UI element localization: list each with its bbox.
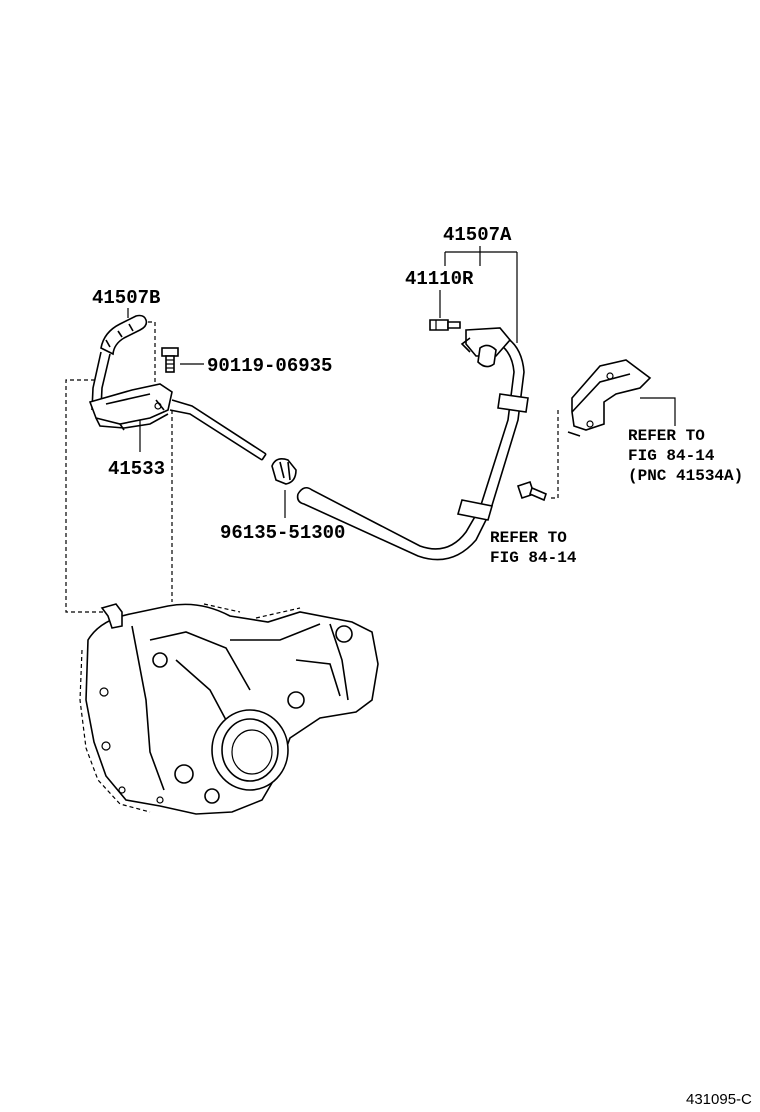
ref1-line1: REFER TO [628, 427, 705, 445]
bracket-41534A [567, 359, 652, 437]
fitting-upper [460, 327, 512, 368]
valve-41110R [429, 319, 461, 331]
label-41533: 41533 [108, 458, 165, 480]
label-41507B: 41507B [92, 287, 160, 309]
bolt-90119-06935 [161, 347, 179, 373]
ref2-line1: REFER TO [490, 529, 567, 547]
bracket-41533 [88, 383, 173, 431]
ref2-line2: FIG 84-14 [490, 549, 577, 567]
hose-41507B [100, 314, 148, 356]
label-96135-51300: 96135-51300 [220, 522, 345, 544]
label-90119-06935: 90119-06935 [207, 355, 332, 377]
leader-lines [65, 246, 676, 613]
grommet-96135-51300 [271, 458, 297, 485]
figure-id: 431095-C [686, 1091, 752, 1108]
label-41507A: 41507A [443, 224, 512, 246]
bolt-ref [516, 480, 547, 502]
ref1-line2: FIG 84-14 [628, 447, 715, 465]
ref1-line3: (PNC 41534A) [628, 467, 743, 485]
hose-41507A [296, 335, 529, 561]
transfer-case [79, 603, 379, 815]
label-41110R: 41110R [405, 268, 474, 290]
